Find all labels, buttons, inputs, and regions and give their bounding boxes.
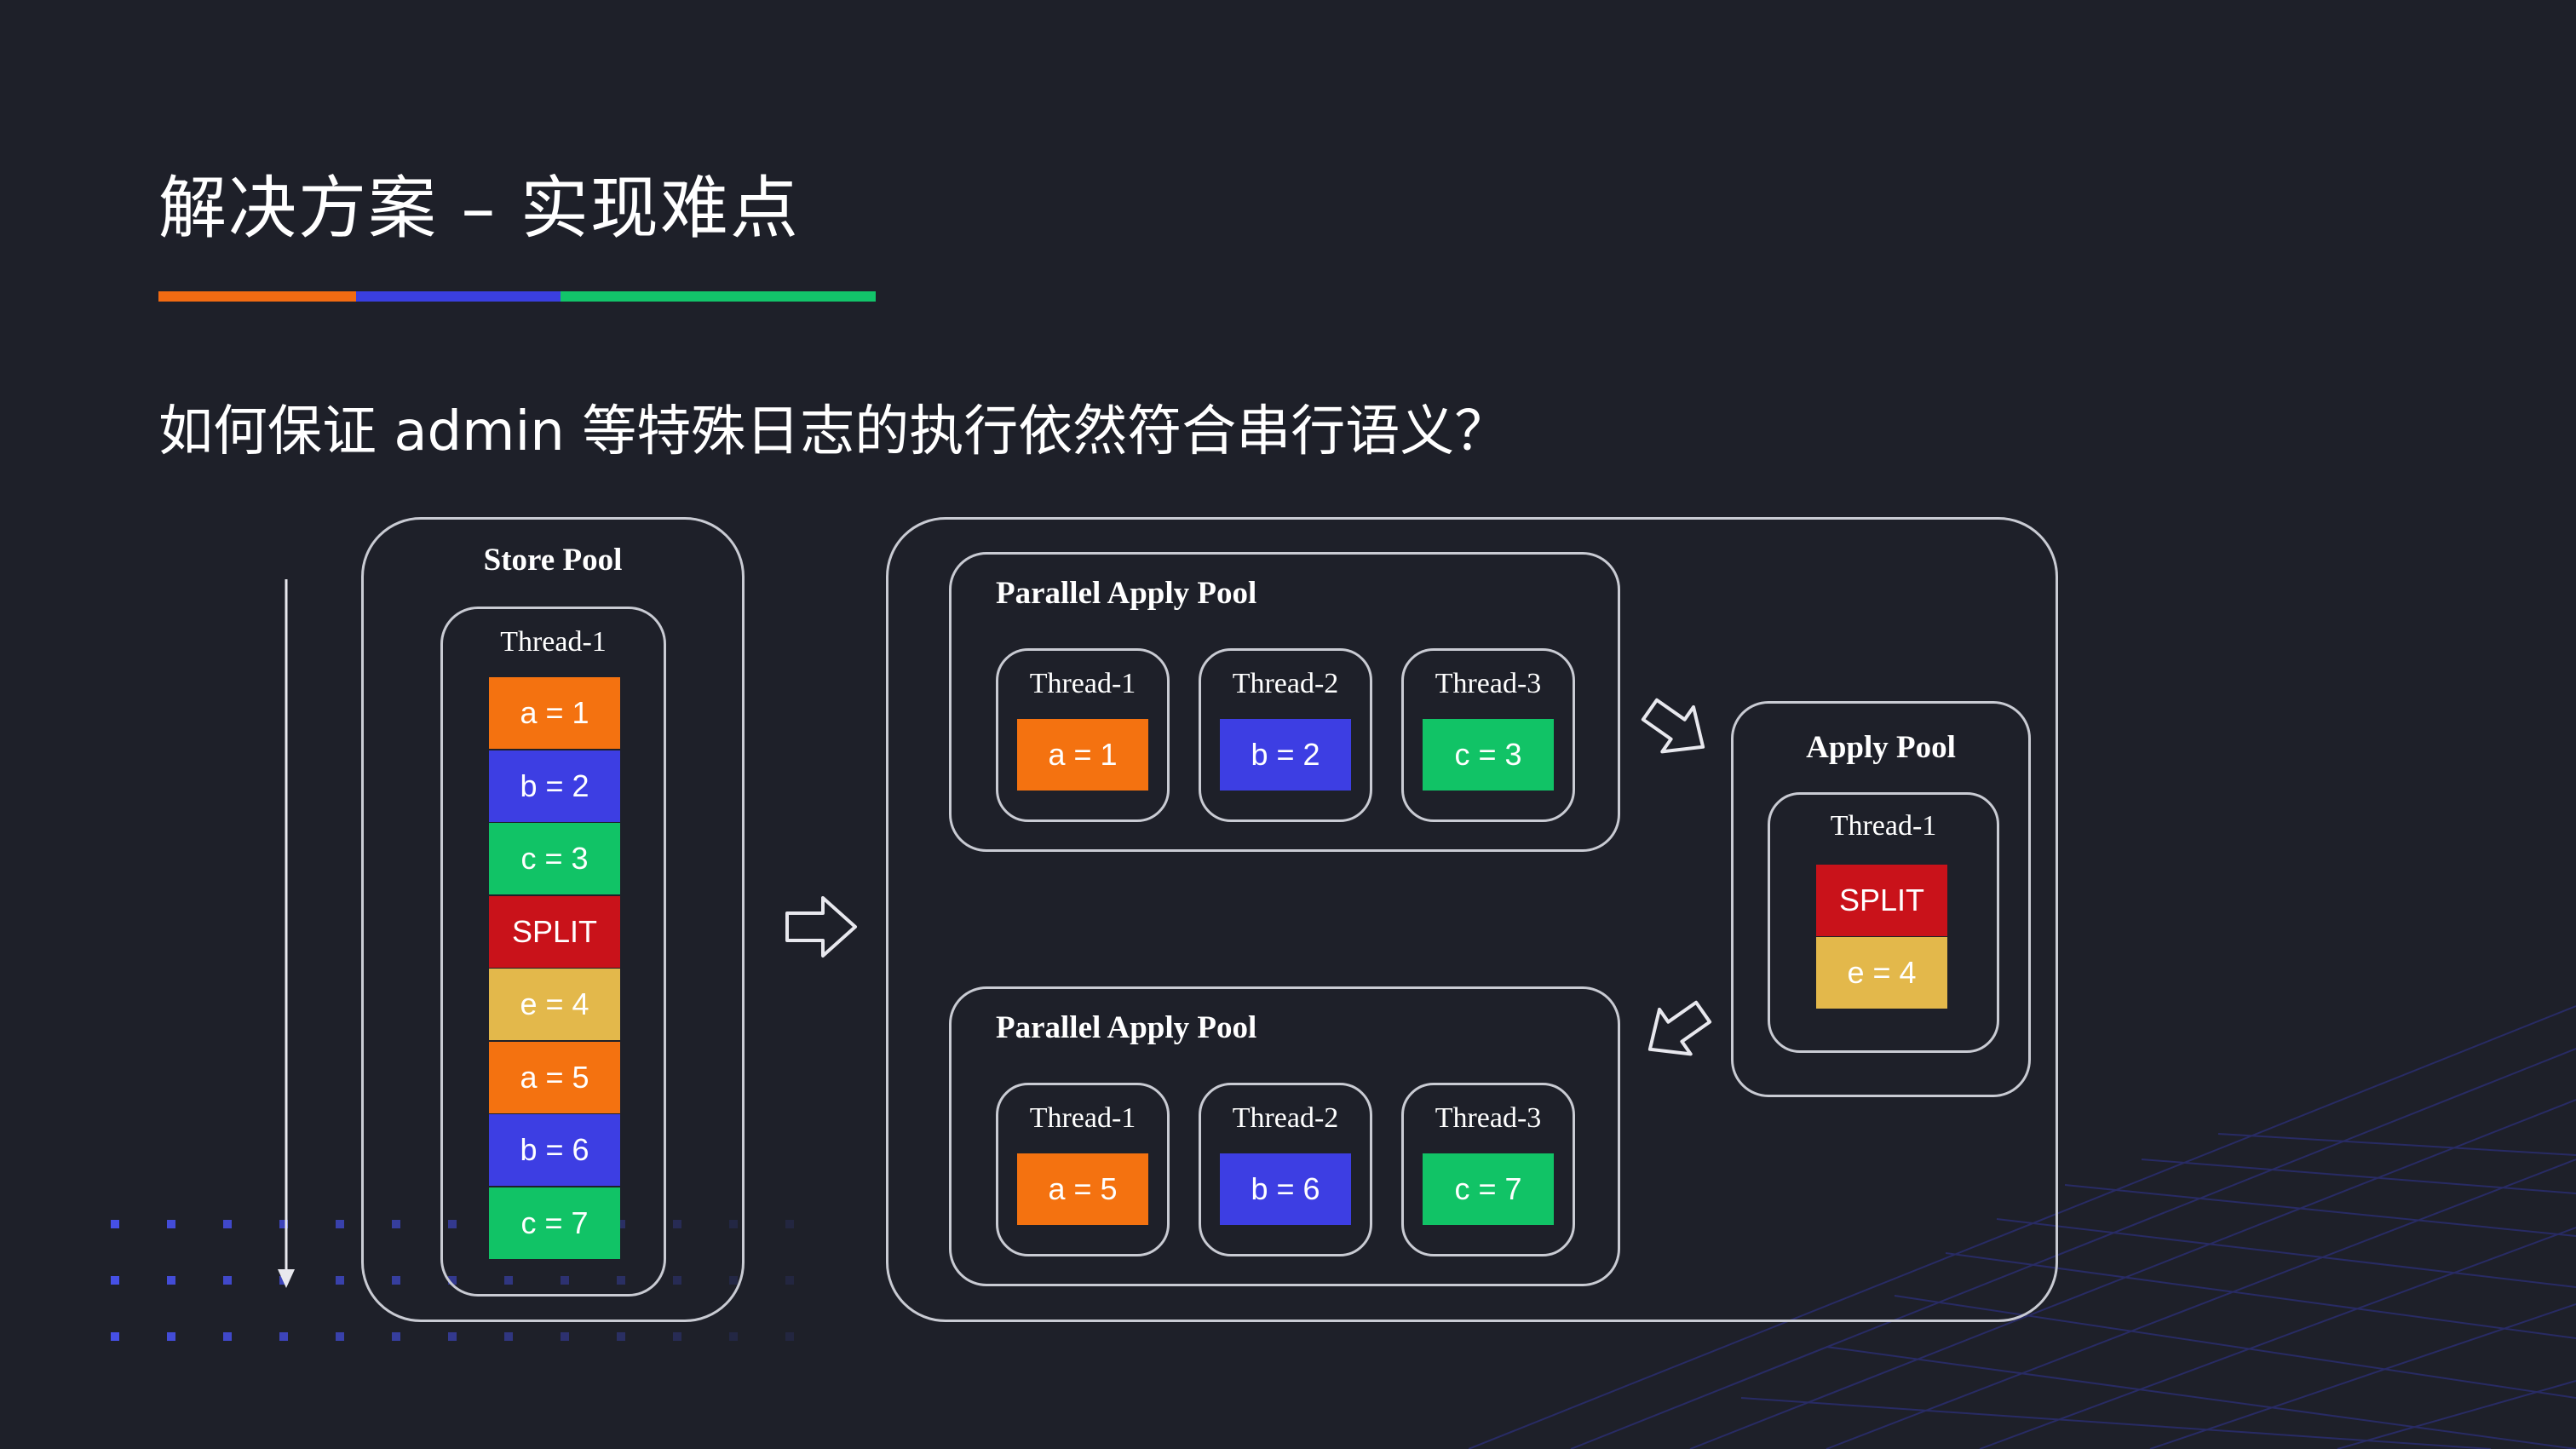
- pattern-dot: [448, 1220, 457, 1228]
- pattern-dot: [167, 1276, 175, 1285]
- pattern-dot: [673, 1220, 681, 1228]
- pattern-dot: [392, 1220, 400, 1228]
- apply-pool-block: e = 4: [1816, 937, 1947, 1009]
- apply-pool-block: SPLIT: [1816, 865, 1947, 936]
- pattern-dot: [729, 1332, 738, 1341]
- pool-thread-label: Thread-2: [1232, 668, 1339, 699]
- pattern-dot: [729, 1220, 738, 1228]
- pool-thread-block: c = 7: [1423, 1153, 1554, 1225]
- pool-thread-card: Thread-2 b = 2: [1199, 648, 1372, 822]
- pattern-dot: [279, 1332, 288, 1341]
- pool-thread-label: Thread-2: [1232, 1102, 1339, 1134]
- accent-segment-green: [561, 291, 876, 302]
- arrow-down-right-icon: [1641, 698, 1705, 754]
- pattern-dot: [673, 1332, 681, 1341]
- pool-thread-card: Thread-3 c = 3: [1401, 648, 1575, 822]
- pattern-dot: [111, 1276, 119, 1285]
- slide-title: 解决方案 – 实现难点: [158, 169, 800, 248]
- pattern-dot: [279, 1220, 288, 1228]
- pattern-dot: [785, 1332, 794, 1341]
- pattern-dot: [336, 1276, 344, 1285]
- pattern-dot: [336, 1332, 344, 1341]
- arrow-down-left-icon: [1647, 1000, 1712, 1056]
- pattern-dot: [448, 1332, 457, 1341]
- question-text: 如何保证 admin 等特殊日志的执行依然符合串行语义？: [158, 400, 1509, 463]
- pool-thread-block: b = 6: [1220, 1153, 1351, 1225]
- pattern-dot: [223, 1220, 232, 1228]
- pool-thread-card: Thread-1 a = 5: [996, 1083, 1170, 1256]
- pool-thread-card: Thread-2 b = 6: [1199, 1083, 1372, 1256]
- pool-thread-label: Thread-1: [1029, 1102, 1136, 1134]
- parallel-apply-pool-top-title: Parallel Apply Pool: [996, 576, 1257, 611]
- store-pool-block: a = 1: [489, 677, 620, 749]
- store-pool-thread-label: Thread-1: [500, 626, 607, 658]
- pattern-dot: [504, 1276, 513, 1285]
- title-accent-bar: [158, 291, 876, 302]
- store-pool-block: e = 4: [489, 969, 620, 1040]
- right-arrow-icon: [785, 896, 857, 957]
- apply-pipeline-container: [886, 517, 2058, 1322]
- pattern-dot: [167, 1220, 175, 1228]
- pool-thread-label: Thread-3: [1435, 668, 1542, 699]
- pattern-dot: [392, 1332, 400, 1341]
- store-pool-block: c = 7: [489, 1187, 620, 1259]
- pattern-dot: [785, 1276, 794, 1285]
- pool-thread-block: b = 2: [1220, 719, 1351, 791]
- accent-segment-blue: [356, 291, 561, 302]
- pool-thread-block: a = 5: [1017, 1153, 1148, 1225]
- pattern-dot: [223, 1276, 232, 1285]
- accent-segment-orange: [158, 291, 356, 302]
- store-pool-block: SPLIT: [489, 895, 620, 968]
- sequence-down-arrow: [278, 579, 295, 1288]
- pattern-dot: [111, 1220, 119, 1228]
- pattern-dot: [223, 1332, 232, 1341]
- store-pool-title: Store Pool: [483, 543, 623, 578]
- store-pool-block: a = 5: [489, 1041, 620, 1113]
- pattern-dot: [336, 1220, 344, 1228]
- background-grid: [1469, 1005, 2576, 1449]
- pool-thread-card: Thread-1 a = 1: [996, 648, 1170, 822]
- pattern-dot: [617, 1332, 625, 1341]
- store-pool-block: b = 6: [489, 1114, 620, 1186]
- apply-pool-thread-label: Thread-1: [1830, 810, 1937, 842]
- pool-thread-label: Thread-3: [1435, 1102, 1542, 1134]
- pattern-dot: [785, 1220, 794, 1228]
- store-pool-block: b = 2: [489, 750, 620, 822]
- pool-thread-block: c = 3: [1423, 719, 1554, 791]
- pattern-dot: [167, 1332, 175, 1341]
- apply-pool-title: Apply Pool: [1806, 730, 1956, 765]
- pattern-dot: [111, 1332, 119, 1341]
- pattern-dot: [617, 1220, 625, 1228]
- parallel-apply-pool-bottom-title: Parallel Apply Pool: [996, 1010, 1257, 1045]
- pool-thread-card: Thread-3 c = 7: [1401, 1083, 1575, 1256]
- pattern-dot: [504, 1332, 513, 1341]
- pattern-dot: [561, 1332, 569, 1341]
- pool-thread-block: a = 1: [1017, 719, 1148, 791]
- pattern-dot: [673, 1276, 681, 1285]
- pattern-dot: [561, 1276, 569, 1285]
- pattern-dot: [617, 1276, 625, 1285]
- store-pool-block: c = 3: [489, 823, 620, 894]
- pool-thread-label: Thread-1: [1029, 668, 1136, 699]
